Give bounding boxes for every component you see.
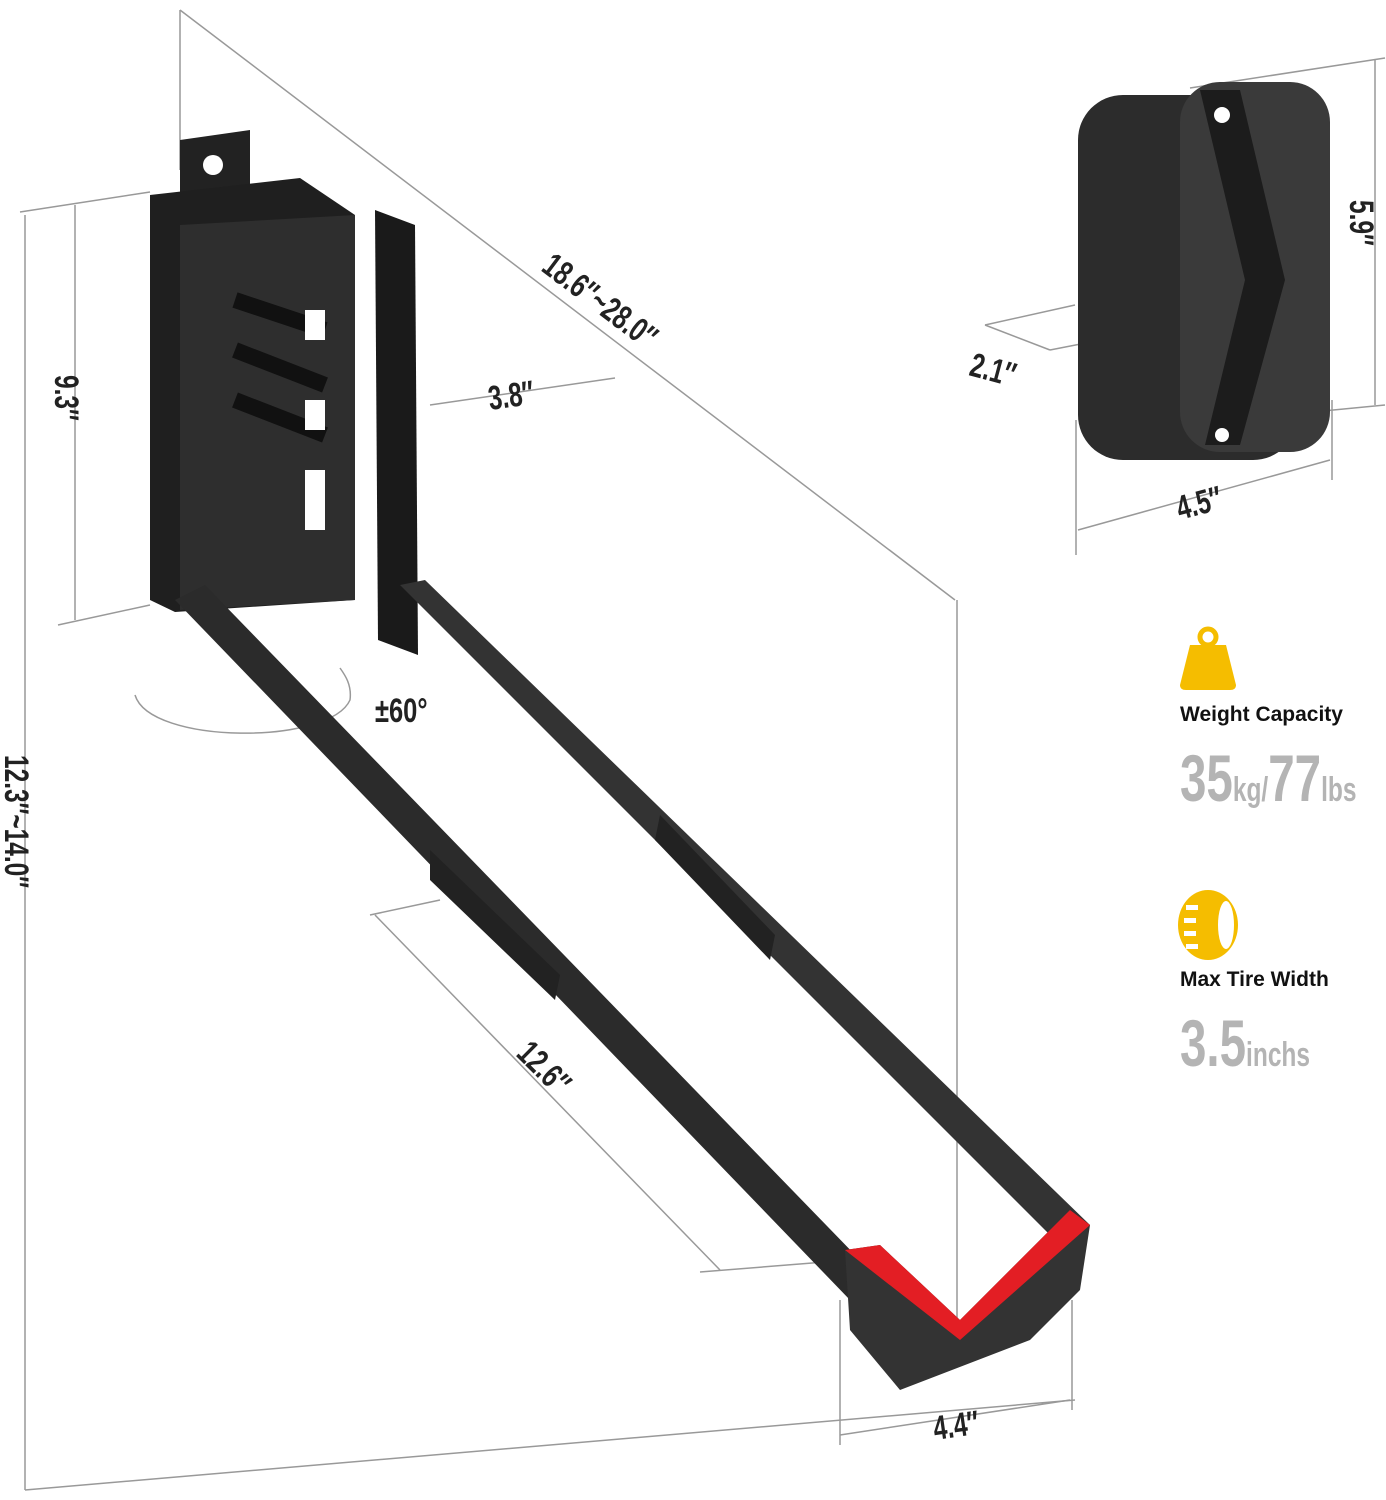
dim-bracket-height: 9.3″: [47, 375, 85, 421]
dim-pad-height: 5.9″: [1342, 200, 1380, 246]
dim-bracket-depth: 3.8″: [486, 374, 537, 418]
unit-kg: kg/: [1232, 771, 1269, 809]
weight-capacity-label: Weight Capacity: [1180, 703, 1343, 726]
max-tire-width-value: 3.5inchs: [1180, 1005, 1310, 1081]
arms: [175, 580, 1090, 1300]
dim-cradle-width: 4.4″: [931, 1404, 982, 1448]
dim-total-height: 12.3″~14.0″: [0, 755, 35, 888]
tire-cradle: [845, 1210, 1090, 1390]
weight-kg: 35: [1180, 741, 1233, 815]
weight-capacity-value: 35kg/77lbs: [1180, 740, 1356, 816]
dim-arm-extension: 12.6″: [509, 1034, 578, 1103]
tire-icon: [1178, 890, 1238, 960]
max-tire-width-label: Max Tire Width: [1180, 968, 1329, 991]
wall-pad: [1078, 82, 1330, 460]
weight-lbs: 77: [1268, 741, 1322, 815]
dim-arm-length: 18.6″~28.0″: [535, 246, 664, 356]
wall-bracket: [150, 130, 418, 655]
unit-lbs: lbs: [1321, 771, 1357, 809]
dim-pad-width: 4.5″: [1172, 479, 1226, 527]
unit-inches: inchs: [1246, 1036, 1311, 1074]
dim-rotation: ±60°: [375, 693, 428, 730]
weight-icon: [1180, 626, 1236, 690]
dim-pad-depth: 2.1″: [966, 346, 1020, 394]
tire-width: 3.5: [1180, 1006, 1247, 1080]
